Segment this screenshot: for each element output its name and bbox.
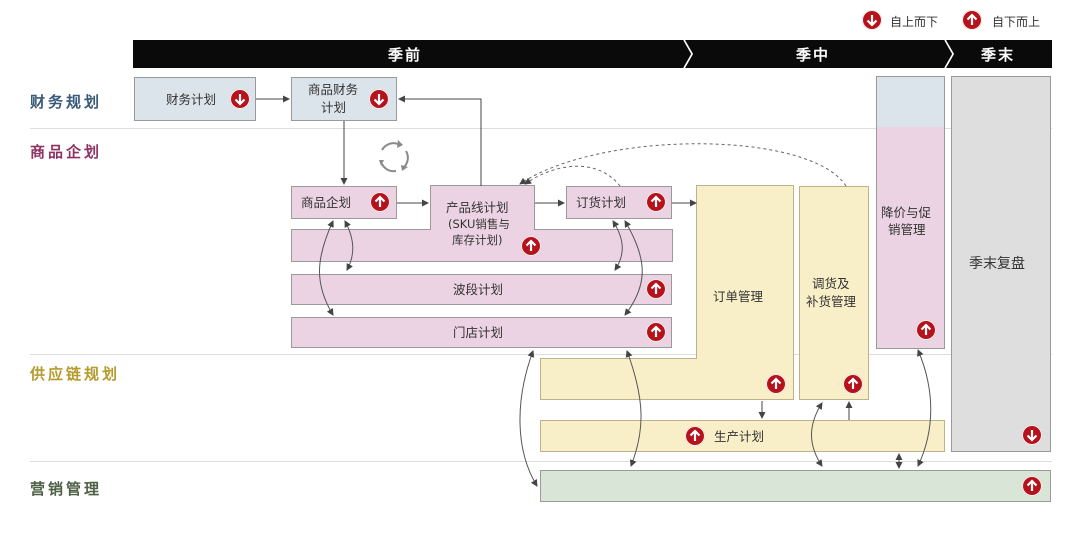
up-arrow-icon (766, 374, 786, 394)
product-line-plan-label-3: 库存计划) (452, 233, 503, 247)
wave-plan-box (291, 274, 672, 305)
row-label-marketing: 营销管理 (30, 480, 103, 498)
store-plan-box (291, 317, 672, 348)
season-review-label: 季末复盘 (969, 256, 1025, 272)
up-arrow-icon (521, 236, 541, 256)
store-plan-label: 门店计划 (453, 325, 504, 340)
row-divider (30, 354, 1052, 355)
order-management-label: 订单管理 (713, 289, 764, 304)
production-plan-label: 生产计划 (714, 429, 765, 444)
row-divider (30, 461, 1052, 462)
merch-plan-label: 商品企划 (301, 195, 352, 210)
replenishment-box (799, 186, 869, 400)
markdown-promotion-label-2: 销管理 (888, 222, 926, 237)
down-arrow-icon (862, 10, 882, 30)
legend-top-down: 自上而下 (890, 15, 939, 29)
down-arrow-icon (1022, 425, 1042, 445)
down-arrow-icon (230, 89, 250, 109)
up-arrow-icon (646, 322, 666, 342)
product-line-plan-box (291, 185, 673, 262)
row-divider (30, 128, 1052, 129)
production-plan-box (540, 420, 945, 452)
merch-finance-plan-label-1: 商品财务 (308, 82, 359, 97)
up-arrow-icon (370, 192, 390, 212)
order-plan-label: 订货计划 (576, 195, 627, 210)
marketing-management-box (540, 470, 1051, 502)
phase-pre-season: 季前 (388, 46, 423, 64)
phase-end-season: 季末 (981, 46, 1016, 64)
finance-plan-label: 财务计划 (166, 92, 217, 107)
row-label-supply-chain: 供应链规划 (30, 365, 121, 383)
down-arrow-icon (369, 89, 389, 109)
cycle-icon (379, 140, 409, 173)
replenishment-label-2: 补货管理 (806, 294, 857, 309)
phase-mid-season: 季中 (796, 46, 831, 64)
up-arrow-icon (685, 426, 705, 446)
up-arrow-icon (1022, 476, 1042, 496)
row-label-finance: 财务规划 (30, 93, 103, 111)
up-arrow-icon (916, 320, 936, 340)
up-arrow-icon (646, 279, 666, 299)
markdown-promotion-label-1: 降价与促 (881, 205, 932, 220)
wave-plan-label: 波段计划 (453, 282, 504, 297)
product-line-plan-label-1: 产品线计划 (446, 200, 509, 215)
markdown-promotion-box (876, 76, 945, 349)
order-management-box (540, 185, 794, 400)
row-label-merchandising: 商品企划 (30, 143, 103, 161)
legend-bottom-up: 自下而上 (992, 15, 1041, 29)
product-line-plan-label-2: (SKU销售与 (448, 217, 510, 231)
season-review-box (951, 76, 1051, 452)
up-arrow-icon (646, 192, 666, 212)
up-arrow-icon (843, 374, 863, 394)
merch-finance-plan-label-2: 计划 (321, 100, 347, 115)
phase-bar (133, 39, 1052, 69)
up-arrow-icon (962, 10, 982, 30)
replenishment-label-1: 调货及 (812, 276, 850, 291)
